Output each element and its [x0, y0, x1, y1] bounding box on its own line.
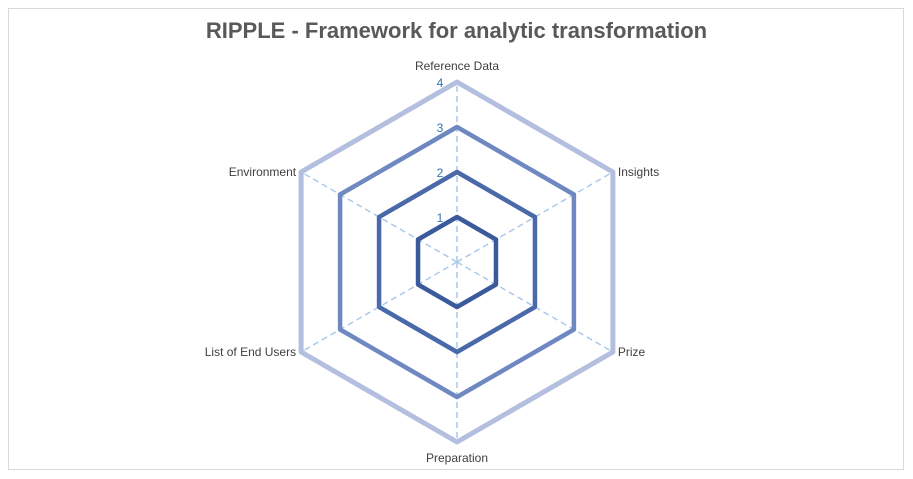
- ring-4: [298, 79, 616, 445]
- axis-label-environment: Environment: [229, 165, 297, 179]
- tick-label-1: 1: [437, 211, 444, 225]
- axis-label-prize: Prize: [618, 345, 646, 359]
- ring-3: [337, 124, 577, 400]
- ring-2: [376, 169, 538, 355]
- axis-label-list-of-end-users: List of End Users: [205, 345, 296, 359]
- chart-title: RIPPLE - Framework for analytic transfor…: [205, 18, 708, 43]
- tick-label-2: 2: [437, 166, 444, 180]
- axis-label-insights: Insights: [618, 165, 659, 179]
- ring-1: [415, 214, 499, 310]
- radar-rings: [298, 79, 616, 445]
- axis-label-preparation: Preparation: [426, 451, 488, 465]
- tick-label-4: 4: [437, 76, 444, 90]
- radar-gridlines: [300, 82, 614, 442]
- radar-tick-labels: 1 2 3 4: [437, 76, 444, 225]
- axis-label-reference-data: Reference Data: [415, 59, 499, 73]
- tick-label-3: 3: [437, 121, 444, 135]
